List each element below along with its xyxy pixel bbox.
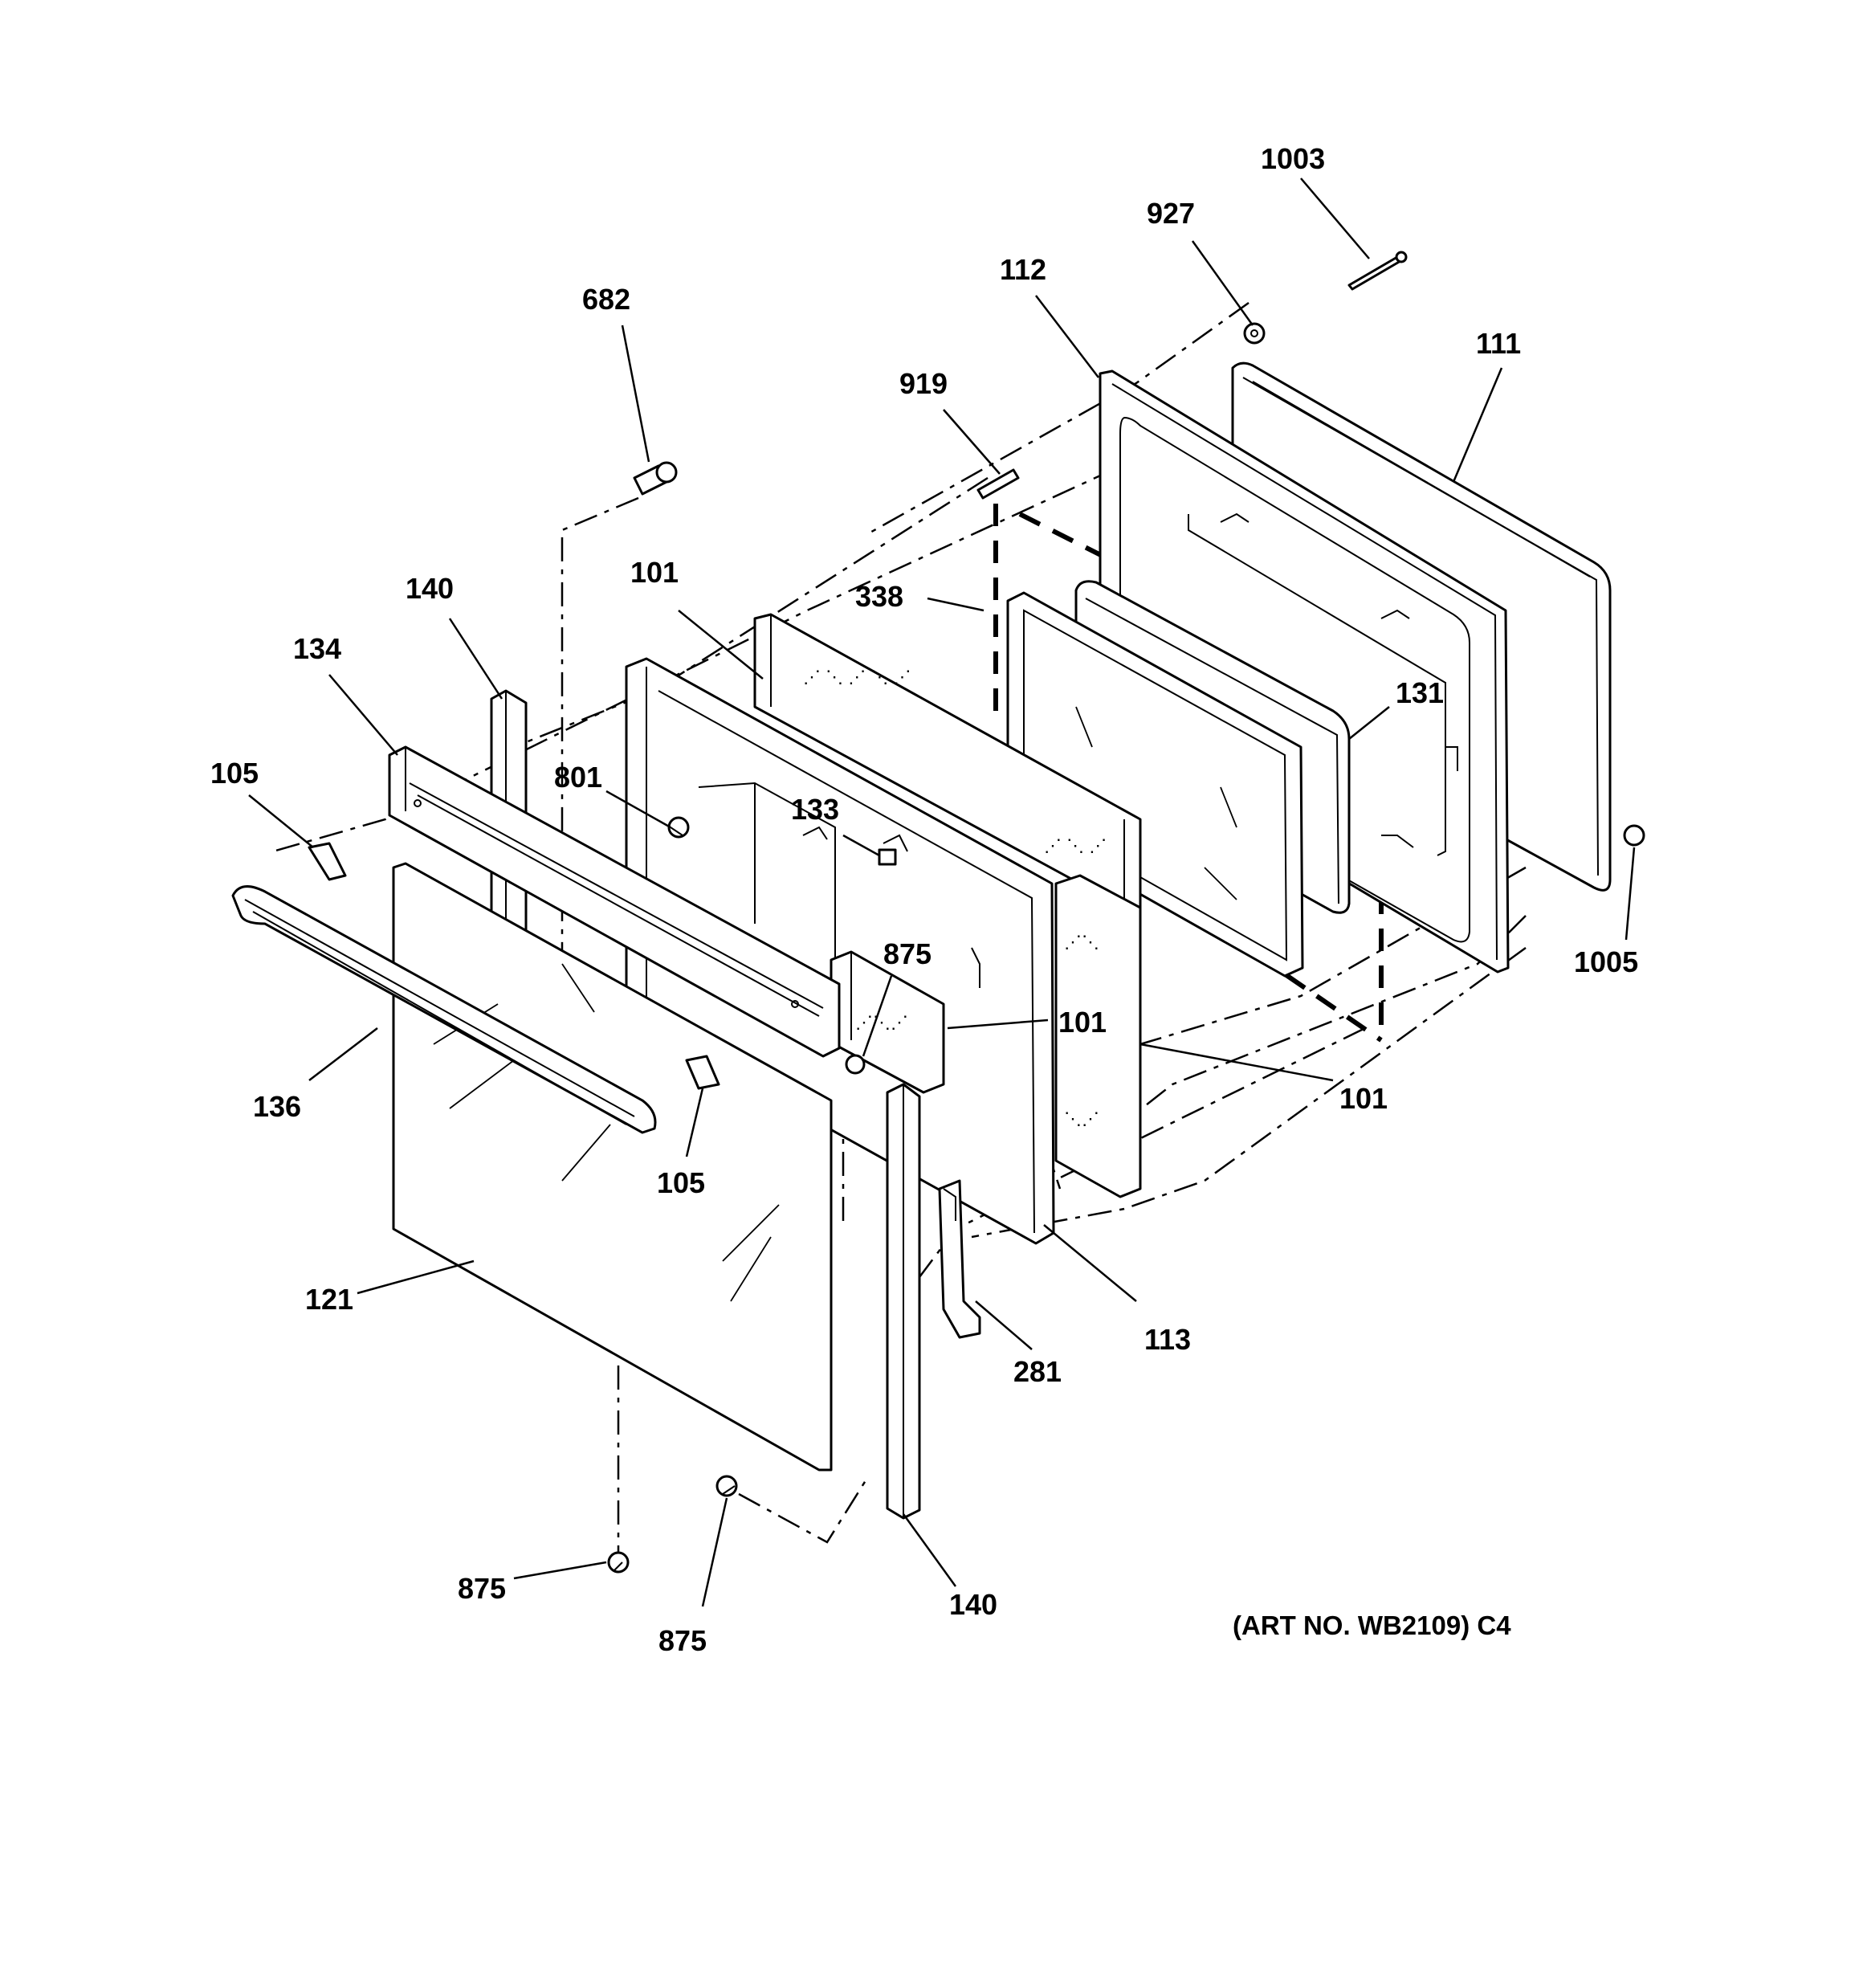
end-cap-105-right (685, 1055, 720, 1090)
callout-927: 927 (1147, 197, 1195, 230)
callout-101-top: 101 (630, 556, 679, 589)
callout-801: 801 (554, 761, 602, 794)
callout-875-bottom: 875 (658, 1624, 707, 1657)
callout-133: 133 (791, 793, 839, 826)
washer-927 (1243, 322, 1266, 345)
callout-121: 121 (305, 1283, 353, 1316)
hinge-281 (938, 1179, 981, 1339)
callout-131: 131 (1396, 676, 1444, 709)
screw-875-bottom (715, 1475, 738, 1497)
callout-140-bottom: 140 (949, 1588, 997, 1621)
callout-136: 136 (253, 1090, 301, 1123)
callout-105-bottom: 105 (657, 1166, 705, 1199)
screw-682 (633, 461, 678, 496)
callout-281: 281 (1013, 1355, 1062, 1388)
callout-105-left: 105 (210, 757, 259, 790)
callout-1005: 1005 (1574, 945, 1638, 978)
callout-113: 113 (1144, 1323, 1191, 1356)
vent-bracket-133 (878, 848, 897, 866)
svg-text:⋰ ⋱ ⋰: ⋰ ⋱ ⋰ (1044, 835, 1107, 855)
callout-112: 112 (1000, 253, 1046, 286)
callout-labels: 1003 927 112 111 919 682 338 101 140 134… (210, 142, 1638, 1657)
art-number: (ART NO. WB2109) C4 (1233, 1610, 1511, 1640)
bolt-1003 (1347, 251, 1408, 291)
callout-101-lower: 101 (1339, 1082, 1388, 1115)
callout-1003: 1003 (1261, 142, 1325, 175)
door-handle-136 (231, 885, 657, 1134)
insulation-101-right: ⋰⋱ ⋱⋰ (1054, 874, 1142, 1198)
side-channel-140-bottom (886, 1083, 921, 1520)
callout-111: 111 (1476, 327, 1521, 360)
svg-text:⋱⋰: ⋱⋰ (1064, 1108, 1099, 1129)
svg-text:⋰⋱: ⋰⋱ (1064, 932, 1099, 952)
screw-875-mid (845, 1054, 866, 1075)
callout-875-left: 875 (458, 1572, 506, 1605)
callout-338: 338 (855, 580, 903, 613)
callout-919: 919 (899, 367, 948, 400)
callout-101-right: 101 (1058, 1006, 1107, 1039)
screw-875-left (607, 1551, 630, 1574)
screw-801 (667, 816, 690, 839)
outer-door-glass-121 (392, 862, 833, 1472)
callout-140-top: 140 (406, 572, 454, 605)
end-cap-105-left (308, 842, 347, 881)
pin-919 (976, 468, 1020, 500)
callout-875-mid: 875 (883, 937, 932, 970)
callout-682: 682 (582, 283, 630, 316)
vent-trim-134 (388, 745, 841, 1058)
callout-134: 134 (293, 632, 341, 665)
leader-lines (248, 178, 1636, 1607)
screw-1005 (1623, 824, 1645, 847)
svg-text:⋰⋱⋰: ⋰⋱⋰ (855, 1012, 908, 1032)
svg-text:⋰ ⋱ ⋰ ⋱ ⋰: ⋰ ⋱ ⋰ ⋱ ⋰ (803, 667, 911, 687)
